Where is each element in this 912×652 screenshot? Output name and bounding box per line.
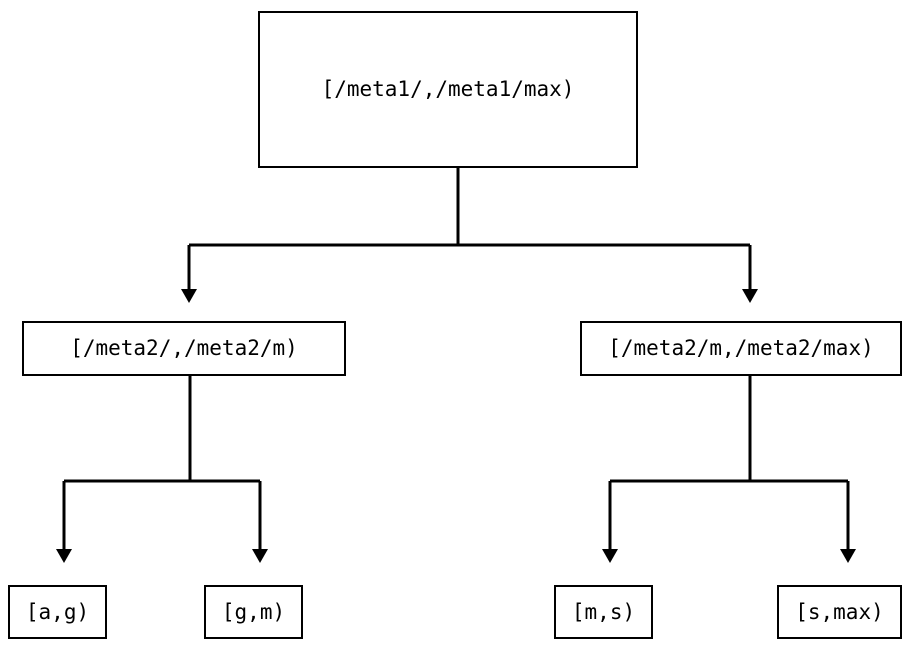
edge-meta2-high-to-leaf-smax: [840, 481, 856, 563]
arrowhead-down-icon: [56, 549, 72, 563]
arrowhead-down-icon: [181, 289, 197, 303]
edge-root-to-meta2-low: [181, 168, 750, 303]
tree-node-leaf-smax-label: [s,max): [795, 599, 884, 624]
edge-root-to-meta2-high: [742, 245, 758, 303]
tree-node-leaf-ag-label: [a,g): [25, 599, 90, 624]
edge-meta2-low-to-leaf-ag: [56, 376, 260, 563]
tree-node-leaf-gm-label: [g,m): [221, 599, 286, 624]
arrowhead-down-icon: [602, 549, 618, 563]
edge-meta2-high-to-leaf-ms: [602, 376, 848, 563]
edge-meta2-low-to-leaf-gm: [252, 481, 268, 563]
tree-node-meta2-high-label: [/meta2/m,/meta2/max): [608, 336, 874, 360]
tree-node-leaf-ms[interactable]: [m,s): [554, 585, 653, 639]
tree-node-meta2-low-label: [/meta2/,/meta2/m): [70, 336, 298, 360]
arrowhead-down-icon: [742, 289, 758, 303]
tree-node-leaf-smax[interactable]: [s,max): [777, 585, 902, 639]
tree-node-leaf-ag[interactable]: [a,g): [8, 585, 107, 639]
tree-node-meta2-low[interactable]: [/meta2/,/meta2/m): [22, 321, 346, 376]
arrowhead-down-icon: [252, 549, 268, 563]
tree-node-root[interactable]: [/meta1/,/meta1/max): [258, 11, 638, 168]
tree-node-leaf-ms-label: [m,s): [571, 599, 636, 624]
tree-node-root-label: [/meta1/,/meta1/max): [321, 77, 575, 101]
tree-node-leaf-gm[interactable]: [g,m): [204, 585, 303, 639]
arrowhead-down-icon: [840, 549, 856, 563]
tree-node-meta2-high[interactable]: [/meta2/m,/meta2/max): [580, 321, 902, 376]
